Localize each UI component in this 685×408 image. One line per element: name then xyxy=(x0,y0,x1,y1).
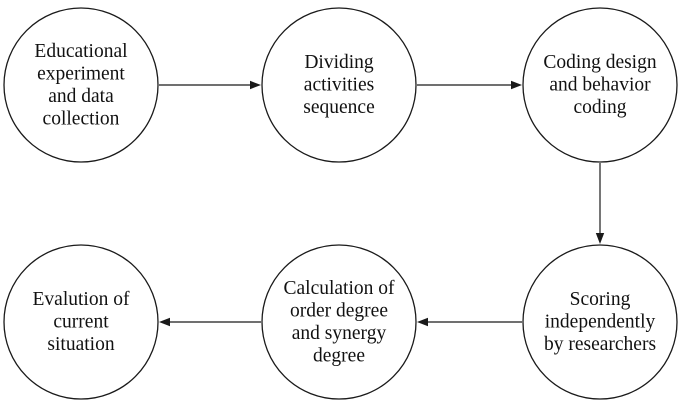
step-label-line: experiment xyxy=(37,63,125,84)
arrow-head-icon xyxy=(595,233,605,244)
flow-arrow-5 xyxy=(159,317,261,327)
step-label-line: collection xyxy=(43,108,120,129)
step-label-line: and synergy xyxy=(292,323,387,344)
step-circle xyxy=(3,7,159,163)
step-label-line: current xyxy=(53,312,109,333)
flow-arrow-1 xyxy=(159,80,261,90)
step-label-line: Educational xyxy=(34,41,128,62)
step-circle xyxy=(522,244,678,400)
step-label-line: and data xyxy=(48,86,114,107)
step-label-line: Dividing xyxy=(304,52,374,73)
step-circle xyxy=(3,244,159,400)
step-label-line: by researchers xyxy=(544,334,656,355)
step-label-line: activities xyxy=(304,75,374,96)
step-label-line: independently xyxy=(545,312,656,333)
step-label-line: Evalution of xyxy=(33,289,130,310)
arrow-head-icon xyxy=(417,317,428,327)
arrow-head-icon xyxy=(511,80,522,90)
step-circle xyxy=(261,7,417,163)
arrow-head-icon xyxy=(159,317,170,327)
flow-arrow-4 xyxy=(417,317,522,327)
step-label-line: Calculation of xyxy=(283,278,395,299)
flow-arrow-2 xyxy=(417,80,522,90)
step-label-line: situation xyxy=(47,334,114,355)
step-label-line: order degree xyxy=(290,300,388,321)
step-label-line: coding xyxy=(573,97,626,118)
step-label-line: degree xyxy=(313,345,365,366)
step-label-line: Scoring xyxy=(570,289,631,310)
step-label-line: Coding design xyxy=(543,52,656,73)
step-label-line: sequence xyxy=(303,97,374,118)
arrow-head-icon xyxy=(250,80,261,90)
step-circle xyxy=(522,7,678,163)
step-circle xyxy=(261,244,417,400)
flow-arrow-3 xyxy=(595,163,605,244)
edges-layer xyxy=(159,80,605,327)
step-label-line: and behavior xyxy=(549,75,651,96)
